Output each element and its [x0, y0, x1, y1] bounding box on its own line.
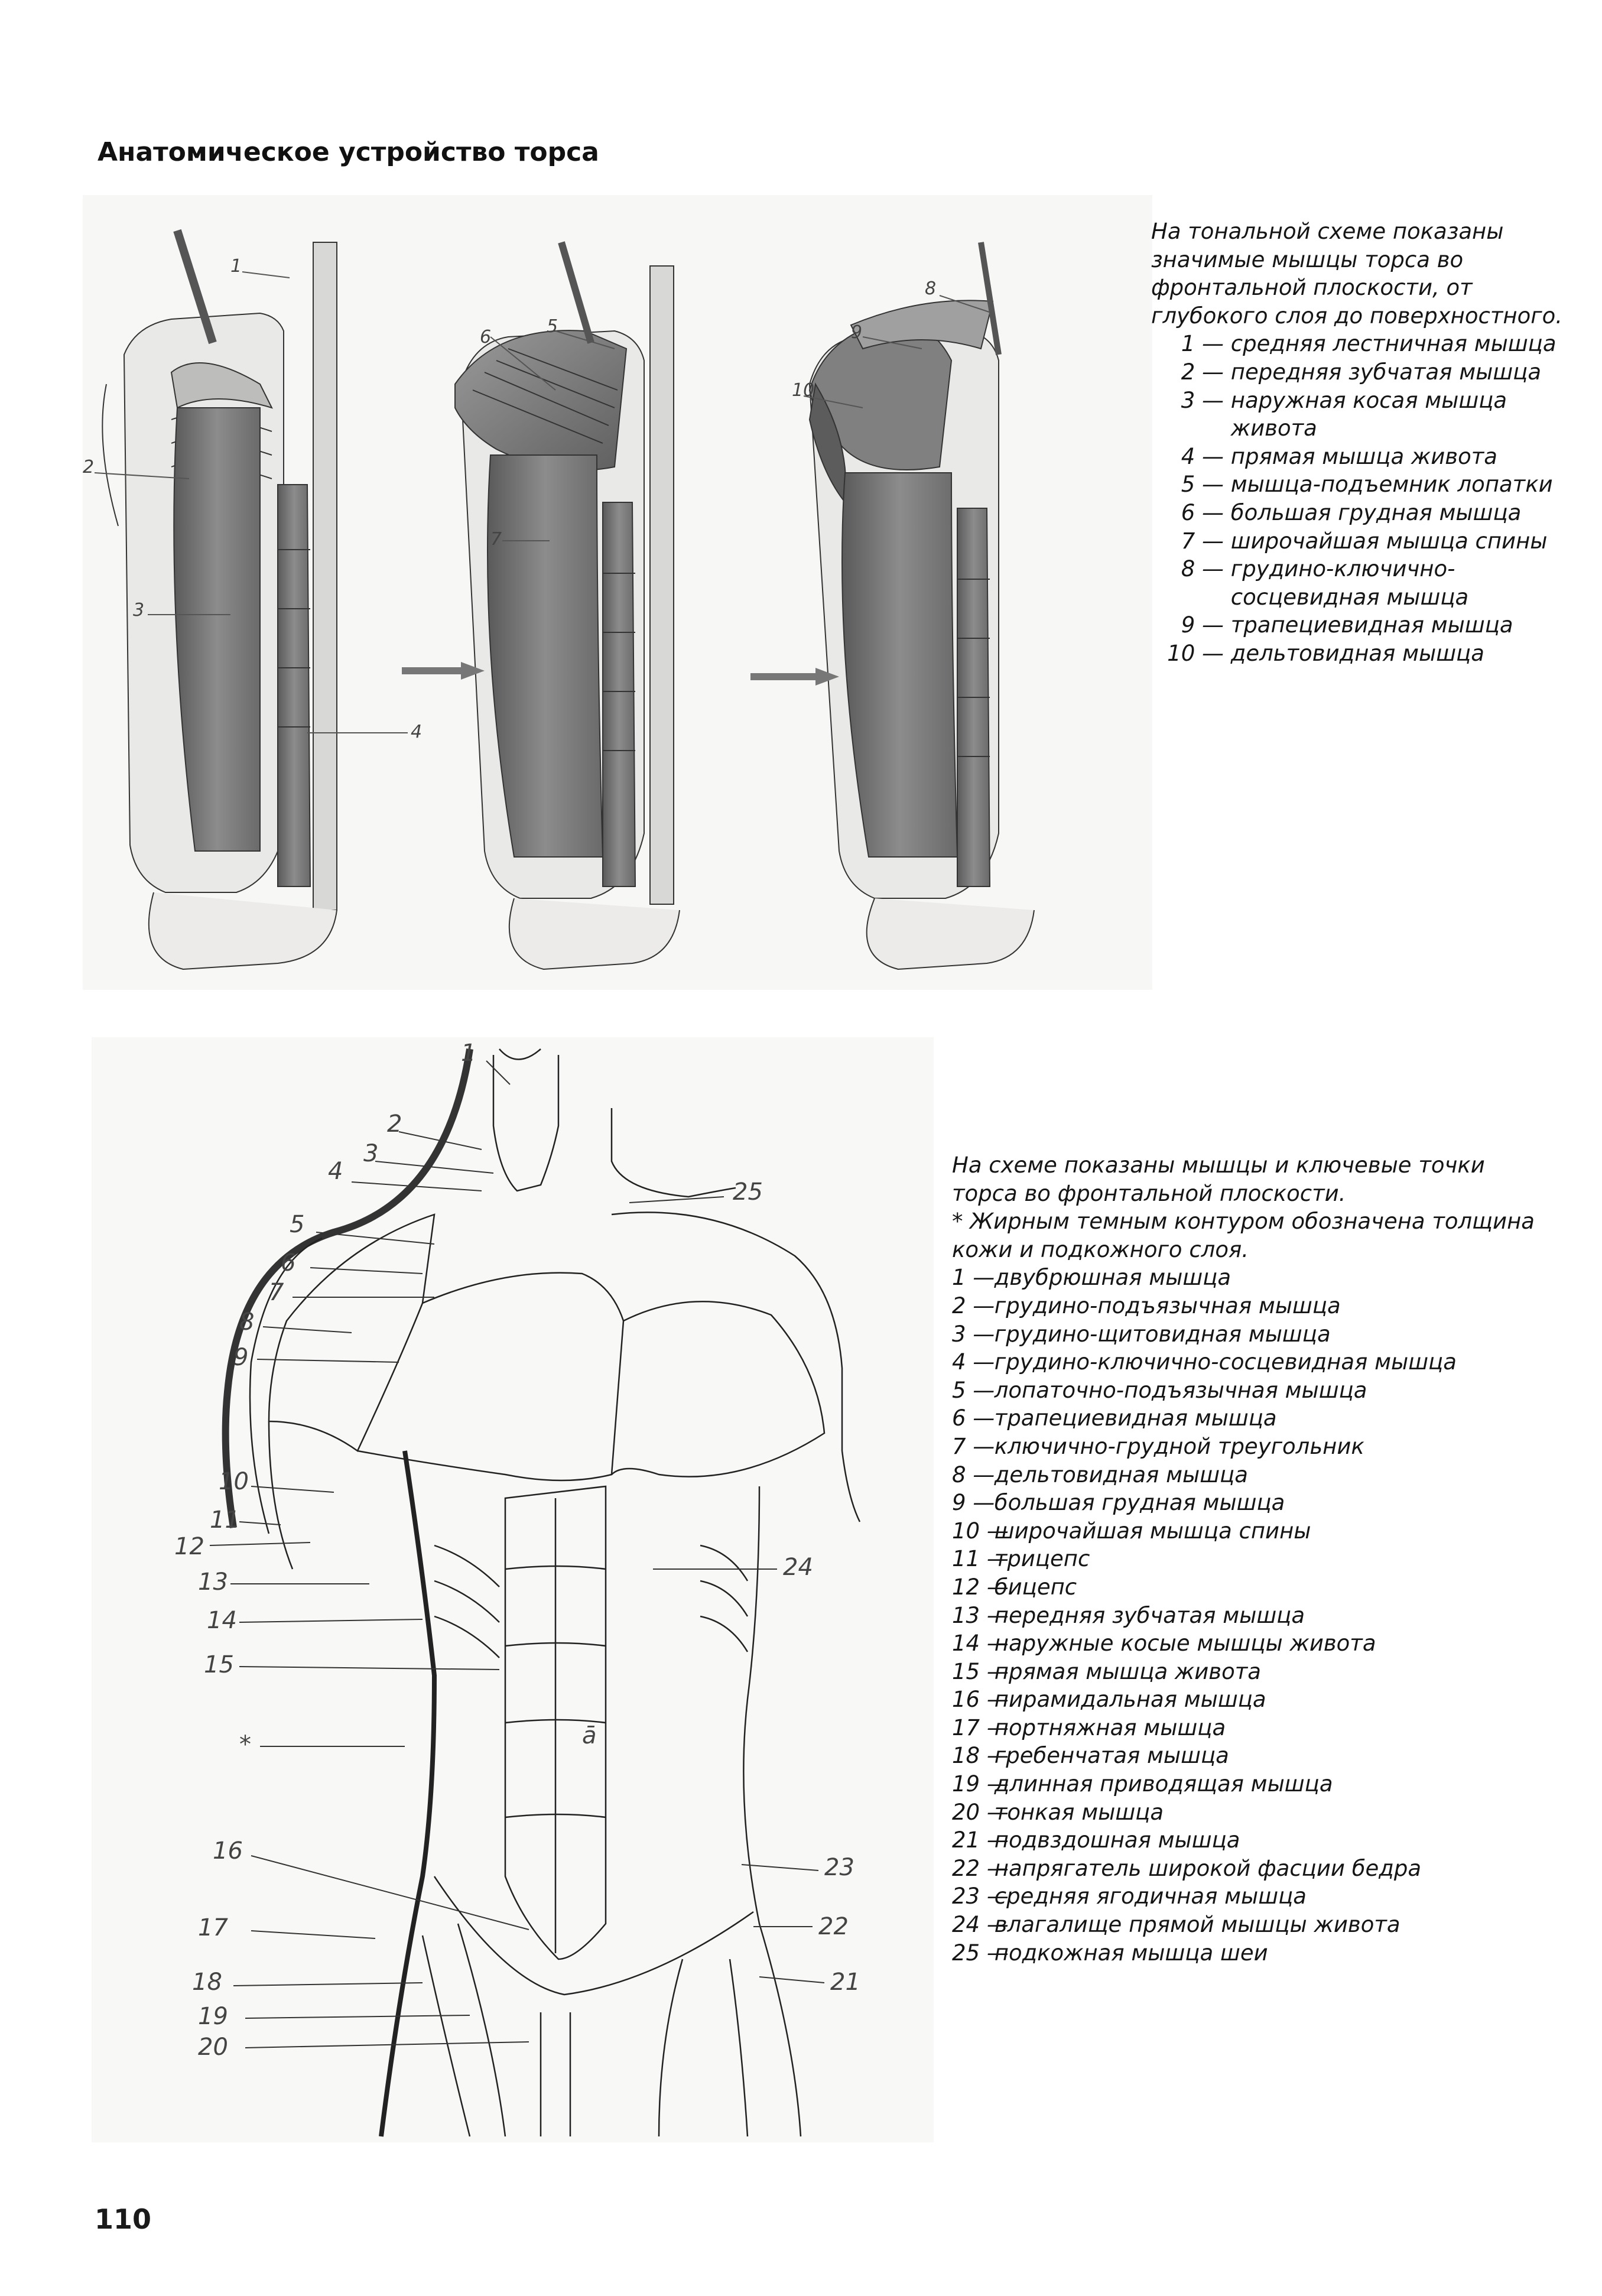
line-label-18: 18 [192, 1969, 222, 1996]
legend-item: 2 — передняя зубчатая мышца [1181, 359, 1542, 385]
legend-item: 1 — двубрюшная мышца [952, 1265, 1231, 1291]
line-label-14: 14 [207, 1607, 237, 1634]
legend-item: 24 — влагалище прямой мышцы живота [952, 1912, 1400, 1938]
tonal-label-4: 4 [411, 722, 422, 742]
line-label-2: 2 [387, 1110, 402, 1138]
line-label-12: 12 [174, 1533, 204, 1560]
arrow-1 [402, 662, 485, 680]
tonal-anatomy-drawing: 1 2 3 4 5 6 7 8 9 10 [83, 229, 1035, 970]
legend-item: 20 — тонкая мышца [952, 1799, 1164, 1825]
tonal-label-5: 5 [547, 316, 558, 337]
line-label-21: 21 [830, 1969, 860, 1996]
line-label-25: 25 [733, 1178, 763, 1206]
legend-item: 5 — мышца-подъемник лопатки [1181, 472, 1553, 498]
legend-item: 7 — широчайшая мышца спины [1181, 528, 1548, 554]
tonal-label-6: 6 [480, 327, 491, 348]
legend-item: 5 — лопаточно-подъязычная мышца [952, 1377, 1367, 1403]
tonal-label-3: 3 [133, 600, 144, 621]
line-label-19: 19 [198, 2003, 228, 2030]
legend-item: 8 — дельтовидная мышца [952, 1462, 1248, 1488]
torso-middle-layer [454, 241, 680, 970]
legend-item: 7 — ключично-грудной треугольник [952, 1433, 1364, 1459]
tonal-label-1: 1 [230, 256, 242, 277]
leader-lines-bottom [209, 1060, 825, 2048]
legend-item: 15 — прямая мышца живота [952, 1658, 1261, 1684]
line-label-20: 20 [198, 2034, 228, 2061]
torso-deep-layer [102, 229, 337, 970]
line-label-4: 4 [328, 1158, 343, 1185]
legend-item: 1 — средняя лестничная мышца [1181, 331, 1556, 357]
line-label-asterisk: * [239, 1731, 251, 1758]
line-caption-note: * Жирным темным контуром обозначена толщ… [952, 1209, 1535, 1262]
line-label-22: 22 [818, 1913, 849, 1940]
line-anatomy-figure: 1 2 3 4 5 6 7 8 9 10 11 12 13 14 15 * 16… [92, 1037, 934, 2142]
line-caption: На схеме показаны мышцы и ключевые точки… [952, 1151, 1543, 1967]
legend-item: 25 — подкожная мышца шеи [952, 1940, 1268, 1966]
line-label-1: 1 [461, 1040, 476, 1067]
tonal-label-2: 2 [83, 457, 94, 478]
line-label-9: 9 [233, 1344, 248, 1371]
tonal-legend: 1 — средняя лестничная мышца 2 — передня… [1151, 330, 1565, 667]
legend-item: 22 — напрягатель широкой фасции бедра [952, 1855, 1422, 1881]
line-label-3: 3 [363, 1140, 378, 1167]
line-label-23: 23 [824, 1854, 854, 1881]
legend-item: 4 — грудино-ключично-сосцевидная мышца [952, 1349, 1457, 1375]
legend-item: 14 — наружные косые мышцы живота [952, 1631, 1376, 1657]
page-number: 110 [95, 2203, 152, 2235]
legend-item: 9 — большая грудная мышца [952, 1490, 1285, 1516]
line-label-15: 15 [204, 1651, 234, 1678]
legend-item: 6 — трапециевидная мышца [952, 1405, 1277, 1431]
line-label-11: 11 [210, 1506, 240, 1534]
line-label-8: 8 [239, 1308, 254, 1336]
line-caption-intro: На схеме показаны мышцы и ключевые точки… [952, 1152, 1485, 1206]
page-title: Анатомическое устройство торса [98, 137, 599, 167]
legend-item: 21 — подвздошная мышца [952, 1827, 1240, 1853]
legend-item: 23 — средняя ягодичная мышца [952, 1883, 1307, 1909]
legend-item: 8 — грудино-ключично-сосцевидная мышца [1181, 556, 1469, 610]
legend-item: 12 — бицепс [952, 1574, 1077, 1600]
line-anatomy-drawing: 1 2 3 4 5 6 7 8 9 10 11 12 13 14 15 * 16… [174, 1040, 861, 2137]
line-label-13: 13 [198, 1568, 228, 1596]
line-legend: 1 — двубрюшная мышца 2 — грудино-подъязы… [952, 1264, 1543, 1967]
legend-item: 3 — грудино-щитовидная мышца [952, 1321, 1331, 1347]
legend-item: 10 — дельтовидная мышца [1167, 640, 1484, 666]
tonal-label-10: 10 [792, 380, 814, 401]
line-label-16: 16 [213, 1837, 243, 1865]
tonal-label-9: 9 [851, 322, 862, 343]
legend-item: 16 — пирамидальная мышца [952, 1687, 1266, 1713]
line-label-7: 7 [269, 1279, 284, 1306]
line-label-a: ā [582, 1722, 597, 1749]
tonal-caption: На тональной схеме показаны значимые мыш… [1151, 217, 1565, 668]
legend-item: 11 — трицепс [952, 1546, 1090, 1572]
legend-item: 17 — портняжная мышца [952, 1714, 1226, 1740]
tonal-label-8: 8 [925, 278, 936, 299]
legend-item: 18 — гребенчатая мышца [952, 1743, 1229, 1769]
tonal-anatomy-figure: 1 2 3 4 5 6 7 8 9 10 [83, 195, 1152, 990]
line-label-17: 17 [198, 1914, 228, 1941]
leader-lines [94, 271, 993, 733]
legend-item: 9 — трапециевидная мышца [1181, 612, 1513, 638]
legend-item: 3 — наружная косая мышца живота [1181, 387, 1507, 441]
torso-superficial-layer [808, 242, 1035, 970]
arrow-2 [750, 668, 839, 686]
legend-item: 4 — прямая мышца живота [1181, 443, 1497, 469]
tonal-label-7: 7 [490, 529, 502, 550]
legend-item: 13 — передняя зубчатая мышца [952, 1602, 1305, 1628]
line-label-6: 6 [281, 1249, 295, 1277]
legend-item: 10 — широчайшая мышца спины [952, 1518, 1311, 1544]
line-label-10: 10 [219, 1468, 249, 1495]
legend-item: 2 — грудино-подъязычная мышца [952, 1292, 1341, 1319]
legend-item: 6 — большая грудная мышца [1181, 499, 1522, 525]
line-label-5: 5 [290, 1211, 304, 1238]
legend-item: 19 — длинная приводящая мышца [952, 1771, 1333, 1797]
tonal-caption-intro: На тональной схеме показаны значимые мыш… [1151, 219, 1563, 329]
line-label-24: 24 [783, 1554, 813, 1581]
